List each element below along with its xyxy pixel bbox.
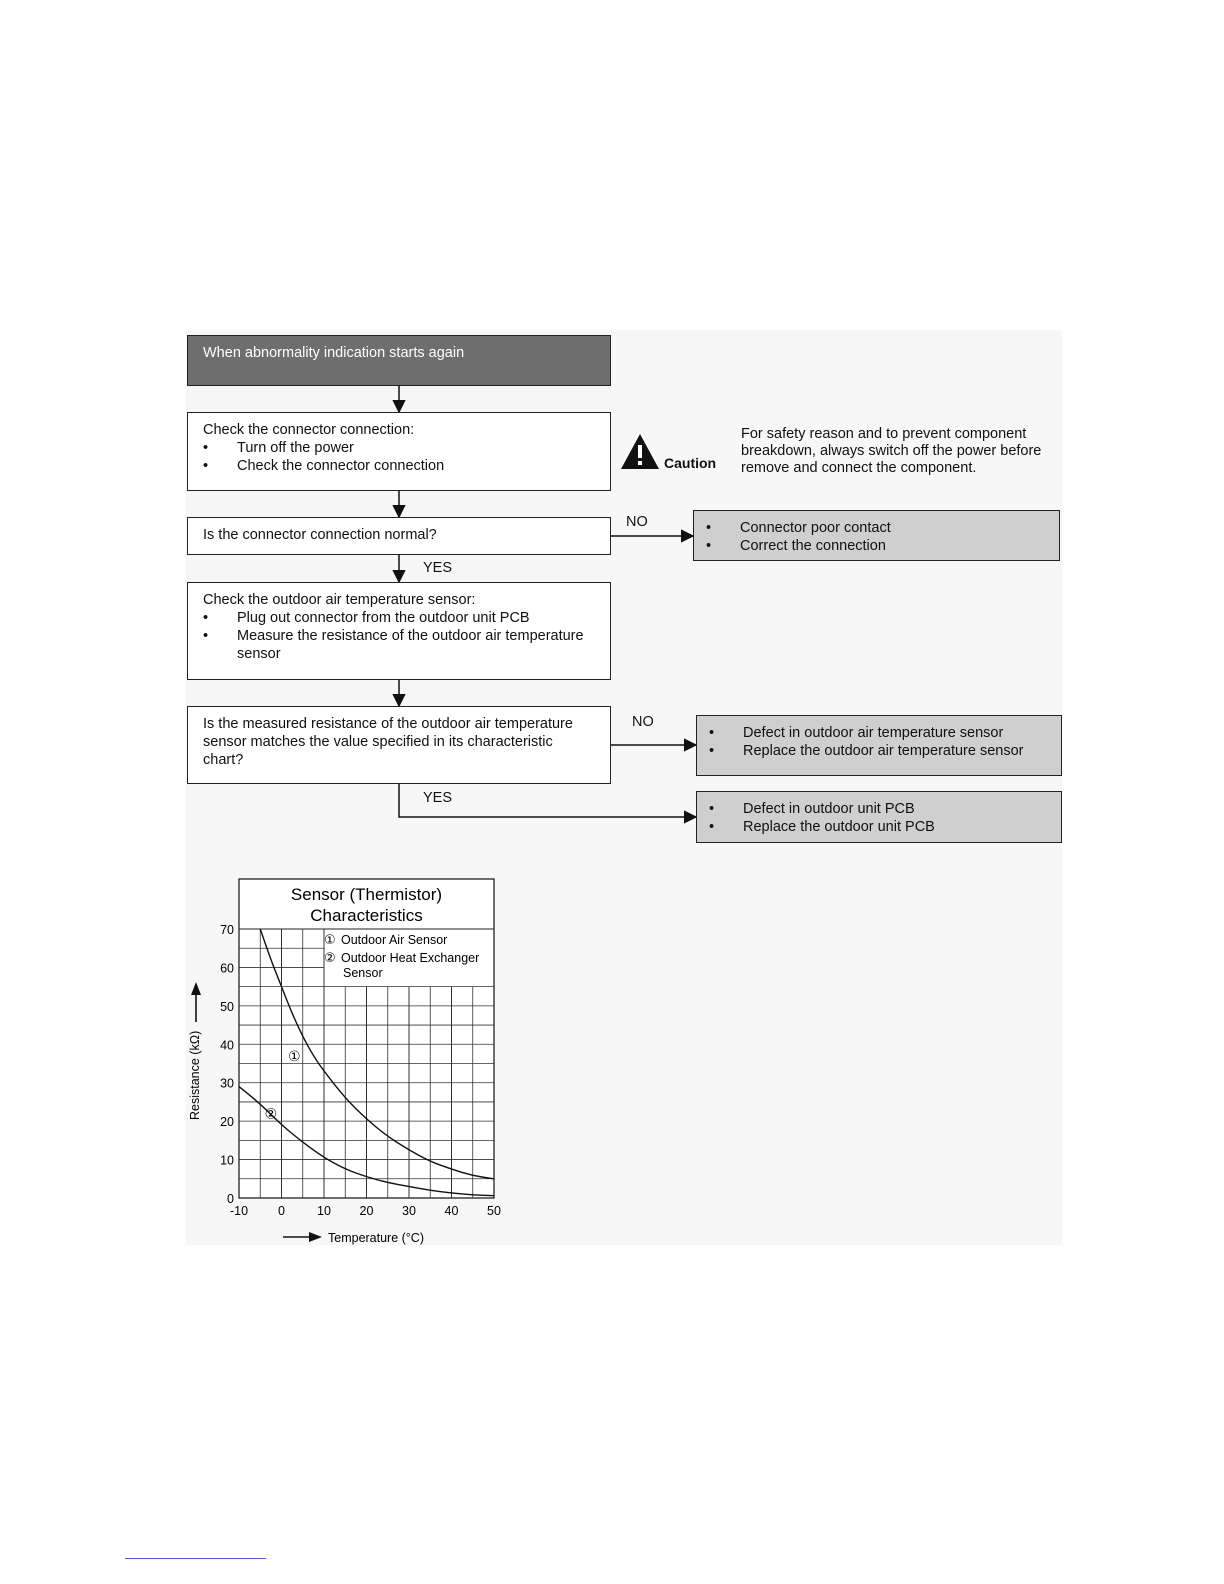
step1-bullet: Check the connector connection (203, 457, 600, 475)
chart-title: Characteristics (310, 906, 422, 925)
x-axis-arrowhead (309, 1232, 322, 1242)
q2-yes-result-item: Defect in outdoor unit PCB (709, 800, 1051, 818)
q1-no-result-item: Correct the connection (706, 537, 1049, 555)
step2-title: Check the outdoor air temperature sensor… (203, 592, 476, 608)
series-1-marker: ① (288, 1049, 301, 1065)
x-tick-label: -10 (230, 1204, 248, 1218)
q2-yes-result-box: Defect in outdoor unit PCB Replace the o… (696, 791, 1062, 843)
legend-item: Outdoor Heat Exchanger (341, 951, 479, 965)
step1-title: Check the connector connection: (203, 422, 415, 438)
y-tick-label: 30 (220, 1077, 234, 1091)
q1-yes-label: YES (423, 560, 453, 576)
y-tick-label: 40 (220, 1038, 234, 1052)
q2-text: Is the measured resistance of the outdoo… (203, 716, 573, 768)
q2-yes-result-item: Replace the outdoor unit PCB (709, 818, 1051, 836)
q1-text: Is the connector connection normal? (203, 527, 437, 543)
q1-no-result-box: Connector poor contact Correct the conne… (693, 510, 1060, 561)
step2-bullet: Measure the resistance of the outdoor ai… (203, 627, 600, 663)
legend-marker: ① (324, 933, 336, 948)
y-axis-arrowhead (191, 982, 201, 995)
x-tick-label: 30 (402, 1204, 416, 1218)
y-axis-label: Resistance (kΩ) (188, 1031, 202, 1120)
y-tick-label: 70 (220, 923, 234, 937)
q2-no-result-box: Defect in outdoor air temperature sensor… (696, 715, 1062, 776)
x-axis-label: Temperature (°C) (328, 1231, 424, 1245)
x-tick-label: 50 (487, 1204, 501, 1218)
x-tick-label: 40 (445, 1204, 459, 1218)
series-2-marker: ② (265, 1106, 278, 1122)
y-tick-label: 10 (220, 1154, 234, 1168)
caution-text: For safety reason and to prevent compone… (741, 426, 1042, 476)
legend-item: Outdoor Air Sensor (341, 933, 447, 947)
step2-bullet: Plug out connector from the outdoor unit… (203, 609, 600, 627)
start-box: When abnormality indication starts again (187, 335, 611, 386)
arrow-q2-yes (398, 784, 698, 824)
series-line-1 (259, 929, 494, 1180)
q2-yes-label: YES (423, 790, 453, 806)
q2-box: Is the measured resistance of the outdoo… (187, 706, 611, 784)
y-tick-label: 20 (220, 1115, 234, 1129)
q2-no-result-item: Replace the outdoor air temperature sens… (709, 742, 1051, 760)
series-line-2 (239, 1086, 494, 1197)
step1-bullet: Turn off the power (203, 439, 600, 457)
x-tick-label: 0 (278, 1204, 285, 1218)
footer-rule (125, 1558, 266, 1559)
q2-no-label: NO (632, 714, 654, 730)
start-box-text: When abnormality indication starts again (203, 345, 465, 361)
x-tick-label: 10 (317, 1204, 331, 1218)
legend-item: Sensor (343, 966, 383, 980)
chart-title: Sensor (Thermistor) (291, 885, 442, 904)
q2-no-result-item: Defect in outdoor air temperature sensor (709, 724, 1051, 742)
step1-box: Check the connector connection: Turn off… (187, 412, 611, 491)
y-tick-label: 50 (220, 1000, 234, 1014)
q1-no-label: NO (626, 514, 648, 530)
y-tick-label: 60 (220, 961, 234, 975)
caution-label: Caution (664, 455, 717, 471)
legend-marker: ② (324, 951, 336, 966)
x-tick-label: 20 (360, 1204, 374, 1218)
q1-box: Is the connector connection normal? (187, 517, 611, 555)
step2-box: Check the outdoor air temperature sensor… (187, 582, 611, 680)
y-tick-label: 0 (227, 1192, 234, 1206)
q1-no-result-item: Connector poor contact (706, 519, 1049, 537)
